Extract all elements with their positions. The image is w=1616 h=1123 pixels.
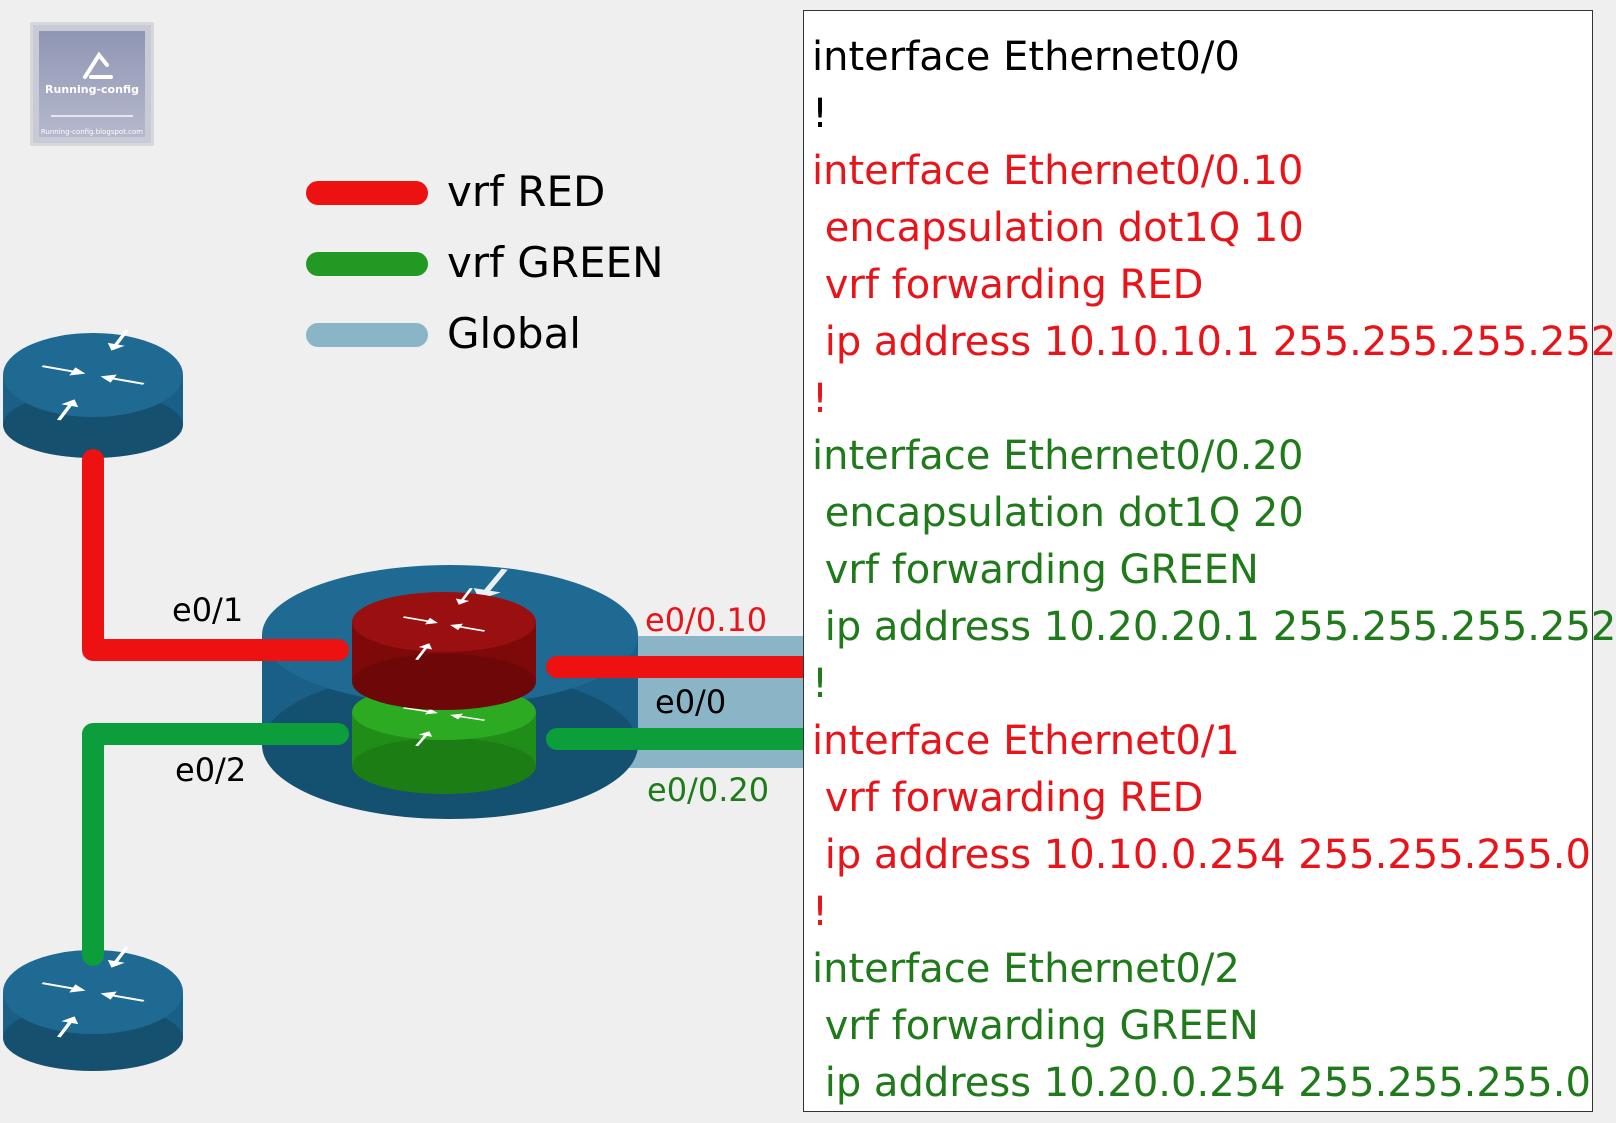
logo-divider [51, 115, 133, 117]
red-link-e0-1 [82, 449, 349, 661]
logo-title: Running-config [45, 83, 139, 96]
legend-label-red: vrf RED [447, 167, 606, 216]
legend-label-green: vrf GREEN [447, 238, 664, 287]
config-panel: interface Ethernet0/0! interface Ethernet… [803, 10, 1616, 1112]
running-config-logo: Running-config Running-config.blogspot.c… [30, 22, 154, 146]
interface-label-e0-0: e0/0 [655, 683, 727, 721]
config-line: interface Ethernet0/2 [812, 946, 1240, 992]
config-line: ip address 10.20.20.1 255.255.255.252 [812, 604, 1616, 650]
config-line: interface Ethernet0/0 [812, 34, 1240, 80]
config-line: vrf forwarding RED [812, 262, 1204, 308]
logo-url: Running-config.blogspot.com [40, 128, 144, 136]
config-line: ip address 10.10.10.1 255.255.255.252 [812, 319, 1616, 365]
config-line: vrf forwarding RED [812, 775, 1204, 821]
config-line: interface Ethernet0/1 [812, 718, 1240, 764]
config-line: encapsulation dot1Q 20 [812, 490, 1304, 536]
config-line: interface Ethernet0/0.10 [812, 148, 1304, 194]
config-line: interface Ethernet0/0.20 [812, 433, 1304, 479]
logo-mark-icon [83, 51, 113, 79]
config-line: ! [812, 91, 829, 137]
config-line: vrf forwarding GREEN [812, 1003, 1259, 1049]
config-line: vrf forwarding GREEN [812, 547, 1259, 593]
config-line: ! [812, 889, 829, 935]
vrf-red-router [352, 587, 536, 710]
interface-label-e0-1: e0/1 [172, 591, 244, 629]
config-line: encapsulation dot1Q 10 [812, 205, 1304, 251]
config-line: ip address 10.10.0.254 255.255.255.0 [812, 832, 1591, 878]
network-diagram: vrf RED vrf GREEN Global e0/1 e0/2 e0/0.… [0, 0, 815, 1119]
legend-label-global: Global [447, 309, 581, 358]
config-line: ! [812, 661, 829, 707]
interface-label-e0-2: e0/2 [175, 751, 247, 789]
interface-label-e0-0-10: e0/0.10 [645, 601, 768, 639]
config-line: ip address 10.20.0.254 255.255.255.0 [812, 1060, 1591, 1106]
topology-svg [3, 181, 815, 1071]
config-line: ! [812, 376, 829, 422]
interface-label-e0-0-20: e0/0.20 [647, 771, 770, 809]
logo-background: Running-config Running-config.blogspot.c… [39, 31, 145, 137]
ce-router-top [3, 328, 183, 458]
ce-router-bottom [3, 945, 183, 1071]
green-link-e0-2 [82, 723, 349, 966]
